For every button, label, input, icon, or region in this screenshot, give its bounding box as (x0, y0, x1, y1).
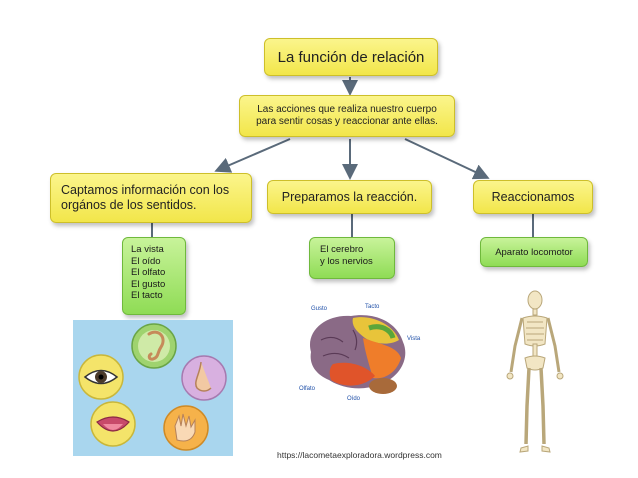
brain-icon (310, 315, 406, 394)
description-text: Las acciones que realiza nuestro cuerpo … (256, 104, 438, 127)
description-box: Las acciones que realiza nuestro cuerpo … (239, 95, 455, 137)
brain-illustration: Gusto Tacto Vista Olfato Oído (299, 304, 421, 402)
brain-label-tacto: Tacto (365, 304, 380, 310)
senses-list-box: La vista El oído El olfato El gusto El t… (122, 237, 186, 315)
skeleton-icon (506, 290, 564, 453)
eye-icon (78, 354, 124, 400)
brain-line: El cerebro (320, 244, 364, 255)
node-preparamos: Preparamos la reacción. (267, 180, 432, 214)
sense-item: El gusto (131, 278, 166, 290)
arrow-desc-reaccionamos (404, 138, 490, 180)
sense-item: El olfato (131, 267, 166, 278)
brain-line: y los nervios (320, 256, 373, 267)
brain-label-vista: Vista (407, 336, 421, 342)
sense-item: El tacto (131, 290, 163, 301)
brain-label-gusto: Gusto (311, 306, 328, 312)
node-captamos: Captamos información con los orgános de … (50, 173, 252, 223)
node-reaccionamos: Reaccionamos (473, 180, 593, 214)
mouth-icon (90, 401, 136, 447)
sense-item: El oído (131, 255, 161, 267)
brain-label-oido: Oído (347, 396, 361, 402)
locomotor-label: Aparato locomotor (495, 246, 573, 258)
ear-icon (131, 323, 177, 369)
node-preparamos-label: Preparamos la reacción. (281, 190, 418, 204)
node-reaccionamos-label: Reaccionamos (491, 190, 575, 204)
brain-box: El cerebro y los nervios (309, 237, 395, 279)
nose-icon (181, 355, 227, 401)
senses-illustration (73, 320, 233, 456)
brain-label-olfato: Olfato (299, 386, 316, 392)
arrow-desc-captamos (214, 138, 291, 173)
node-captamos-label: Captamos información con los orgános de … (61, 183, 230, 212)
concept-title-text: La función de relación (277, 48, 425, 66)
hand-icon (163, 405, 209, 451)
locomotor-box: Aparato locomotor (480, 237, 588, 267)
skeleton-illustration (506, 290, 564, 453)
sense-item: La vista (131, 244, 164, 255)
concept-title: La función de relación (264, 38, 438, 76)
source-credit: https://lacometaexploradora.wordpress.co… (277, 450, 442, 460)
